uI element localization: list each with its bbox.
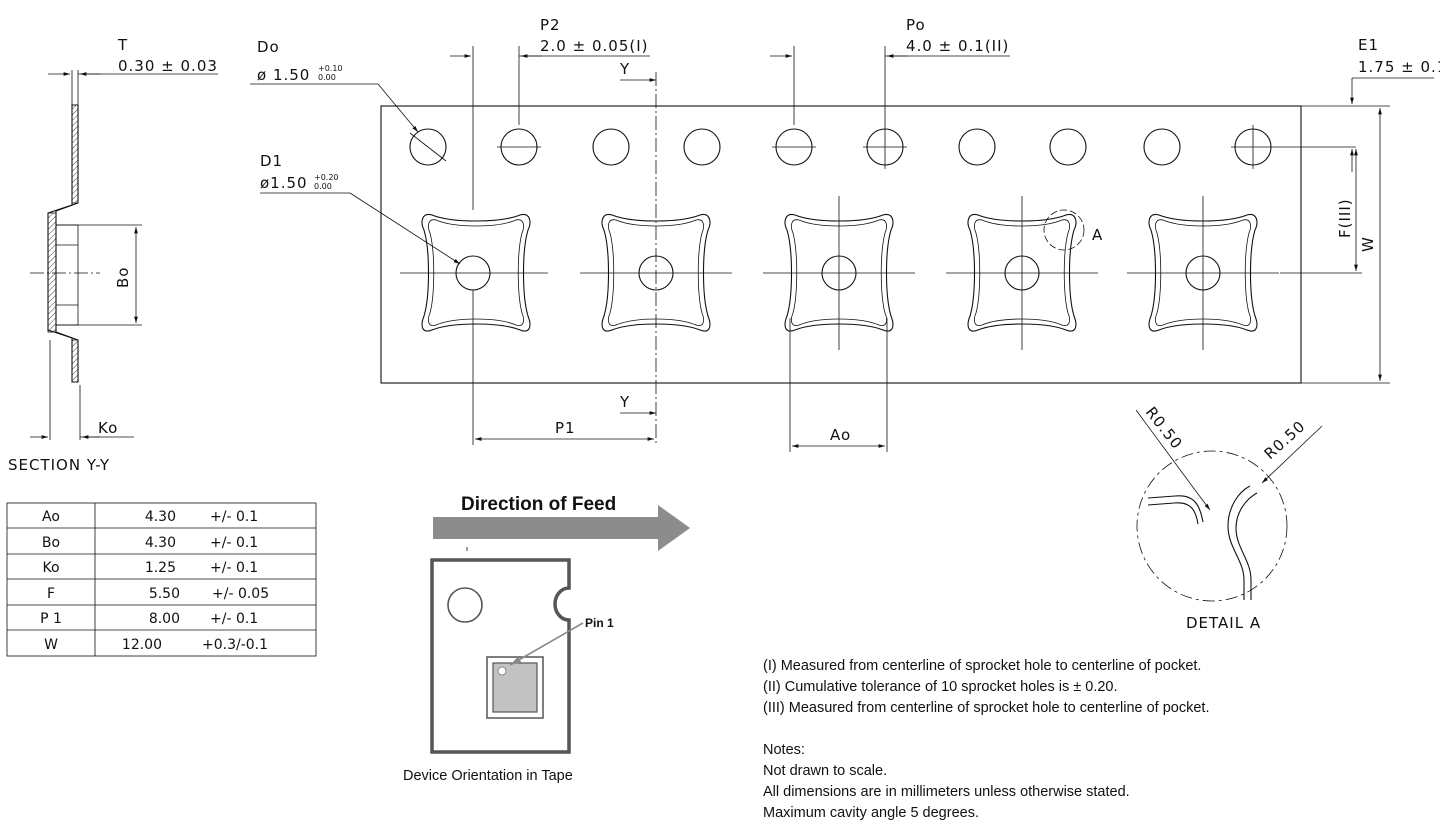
svg-text:W: W (44, 637, 58, 653)
footnote-ii: (II) Cumulative tolerance of 10 sprocket… (763, 679, 1118, 695)
e1-value: 1.75 ± 0.1 (1358, 58, 1440, 76)
d1-label: D1 (260, 152, 283, 170)
note-item: Maximum cavity angle 5 degrees. (763, 805, 979, 821)
detail-a-view: R0.50 R0.50 DETAIL A (1135, 403, 1323, 632)
w-label: W (1359, 236, 1377, 252)
svg-text:4.30: 4.30 (145, 509, 176, 525)
pocket-5 (1127, 196, 1279, 350)
svg-text:+/- 0.1: +/- 0.1 (210, 535, 258, 551)
f-label: F(III) (1336, 198, 1354, 238)
svg-text:F: F (47, 586, 55, 602)
svg-text:+0.3/-0.1: +0.3/-0.1 (202, 637, 268, 653)
pin1-dot (497, 666, 507, 676)
svg-text:Bo: Bo (42, 535, 60, 551)
footnotes: (I) Measured from centerline of sprocket… (763, 658, 1210, 821)
po-label: Po (906, 16, 926, 34)
sprocket-hole (447, 587, 483, 623)
dimension-table: Ao 4.30 +/- 0.1 Bo 4.30 +/- 0.1 Ko 1.25 … (6, 502, 317, 657)
p1-label: P1 (555, 419, 576, 437)
pin1-label: Pin 1 (585, 616, 614, 630)
svg-text:12.00: 12.00 (122, 637, 162, 653)
svg-text:0.00: 0.00 (314, 182, 332, 191)
svg-text:Ko: Ko (42, 560, 59, 576)
d1-value: ø1.50 (260, 174, 308, 192)
table-row: Bo 4.30 +/- 0.1 (42, 535, 258, 551)
radius-2: R0.50 (1261, 417, 1309, 463)
p2-value: 2.0 ± 0.05(I) (540, 37, 649, 55)
tape-top-view: Y Y Do ø 1.50 +0.10 0.00 D1 ø1.50 +0.20 … (250, 16, 1440, 452)
pocket-1 (400, 213, 548, 332)
y-marker-top: Y (619, 60, 630, 78)
p2-label: P2 (540, 16, 561, 34)
feed-arrow (433, 505, 690, 551)
table-row: W 12.00 +0.3/-0.1 (44, 637, 268, 653)
svg-text:Ao: Ao (42, 509, 60, 525)
svg-text:+/- 0.1: +/- 0.1 (210, 509, 258, 525)
sprocket-holes (409, 125, 1356, 169)
svg-text:P 1: P 1 (40, 611, 62, 627)
ao-label: Ao (830, 426, 851, 444)
notes-heading: Notes: (763, 742, 805, 758)
tape-outline (380, 105, 1302, 384)
feed-section: Direction of Feed Pin 1 Device Orientati… (403, 494, 690, 784)
detail-a-title: DETAIL A (1186, 614, 1261, 632)
table-row: Ko 1.25 +/- 0.1 (42, 560, 258, 576)
radius-1: R0.50 (1142, 403, 1186, 453)
feed-title: Direction of Feed (461, 494, 616, 515)
bo-label: Bo (114, 267, 132, 288)
po-value: 4.0 ± 0.1(II) (906, 37, 1009, 55)
pocket-4 (946, 196, 1098, 350)
note-item: All dimensions are in millimeters unless… (763, 784, 1130, 800)
svg-text:+/- 0.1: +/- 0.1 (210, 560, 258, 576)
table-row: P 1 8.00 +/- 0.1 (40, 611, 258, 627)
do-value: ø 1.50 (257, 66, 310, 84)
svg-text:4.30: 4.30 (145, 535, 176, 551)
svg-text:8.00: 8.00 (149, 611, 180, 627)
orientation-caption: Device Orientation in Tape (403, 768, 573, 784)
svg-text:0.00: 0.00 (318, 73, 336, 82)
pockets (400, 196, 1279, 350)
svg-text:+0.20: +0.20 (314, 173, 339, 182)
footnote-iii: (III) Measured from centerline of sprock… (763, 700, 1210, 716)
pocket-3 (763, 196, 915, 350)
note-item: Not drawn to scale. (763, 763, 887, 779)
svg-text:+0.10: +0.10 (318, 64, 343, 73)
detail-a-callout: A (1092, 226, 1103, 244)
svg-text:5.50: 5.50 (149, 586, 180, 602)
footnote-i: (I) Measured from centerline of sprocket… (763, 658, 1201, 674)
table-row: Ao 4.30 +/- 0.1 (42, 509, 258, 525)
svg-text:+/- 0.1: +/- 0.1 (210, 611, 258, 627)
t-label: T (117, 36, 128, 54)
ko-label: Ko (98, 419, 118, 437)
e1-label: E1 (1358, 36, 1379, 54)
do-label: Do (257, 38, 280, 56)
section-view: T 0.30 ± 0.03 Bo Ko SECTION Y-Y (8, 36, 218, 474)
t-value: 0.30 ± 0.03 (118, 57, 218, 75)
section-title: SECTION Y-Y (8, 456, 110, 474)
svg-text:+/- 0.05: +/- 0.05 (212, 586, 269, 602)
svg-text:1.25: 1.25 (145, 560, 176, 576)
y-marker-bottom: Y (619, 393, 630, 411)
carrier-pocket (430, 558, 571, 754)
table-row: F 5.50 +/- 0.05 (47, 586, 269, 602)
